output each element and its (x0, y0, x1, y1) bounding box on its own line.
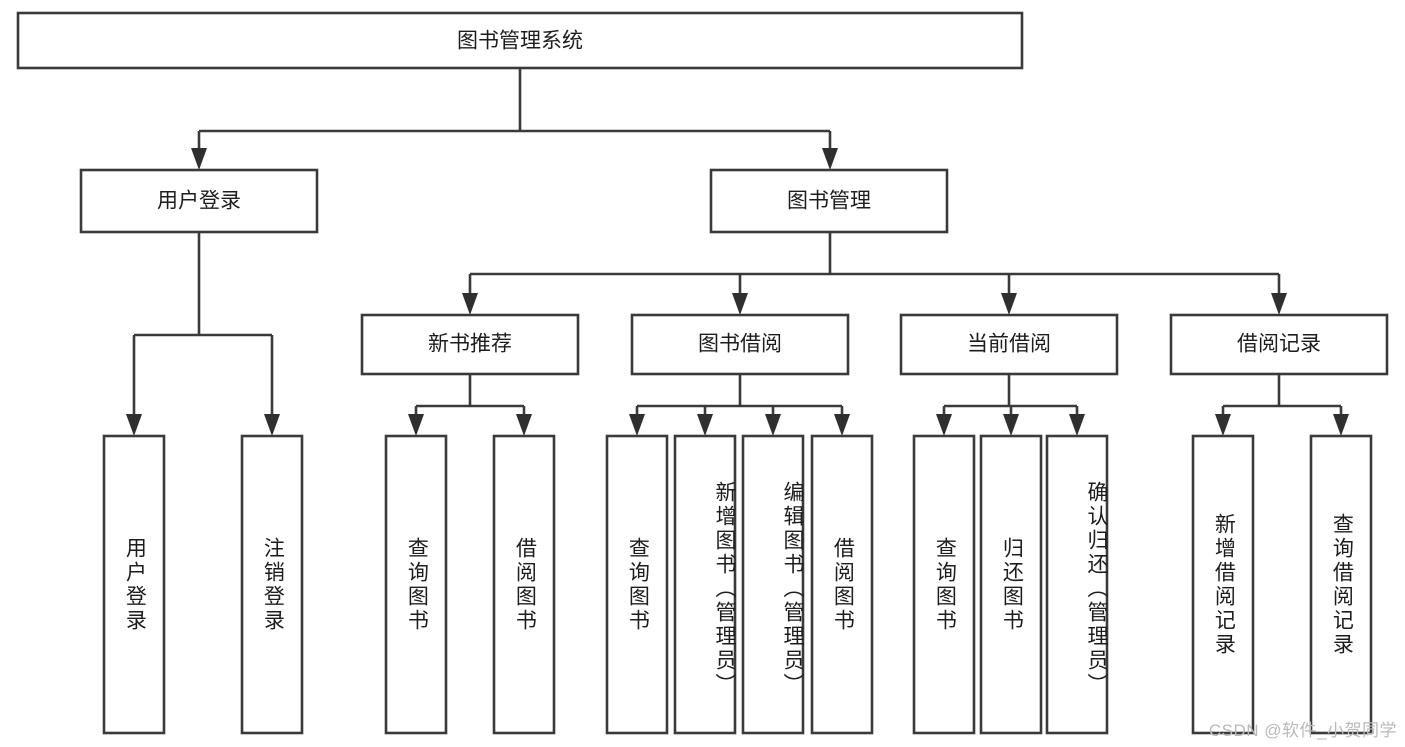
arrow-head-leaf-return-book (1003, 414, 1019, 436)
connector-group-book-borrow (629, 374, 850, 436)
arrow-head-leaf-add-record (1215, 414, 1231, 436)
node-borrow-record-label: 借阅记录 (1237, 333, 1321, 356)
csdn-watermark: CSDN @软件_小贺同学 (1208, 721, 1397, 740)
connector-group-book-mgmt (462, 232, 1287, 315)
node-leaf-add-book[interactable] (673, 434, 737, 735)
node-leaf-confirm-return[interactable] (1045, 434, 1109, 735)
arrow-head-borrow-record (1271, 293, 1287, 315)
connector-group-new-book-recommend (408, 374, 532, 436)
node-leaf-query-borrow-record[interactable] (1309, 434, 1373, 735)
node-new-book-recommend-label: 新书推荐 (428, 333, 512, 356)
arrow-head-leaf-query-record (1333, 414, 1349, 436)
connector-group-root (191, 68, 838, 170)
node-book-borrow-label: 图书借阅 (698, 333, 782, 356)
node-root-label: 图书管理系统 (457, 30, 583, 53)
node-leaf-return-book[interactable] (979, 434, 1043, 735)
arrow-head-leaf-user-login (126, 414, 142, 436)
node-leaf-borrow-book-b[interactable] (810, 434, 874, 735)
node-leaf-logout[interactable] (240, 434, 304, 735)
connector-group-current-borrow (936, 374, 1085, 436)
arrow-head-leaf-logout (264, 414, 280, 436)
node-book-borrow[interactable] (630, 313, 850, 376)
arrow-head-leaf-edit-book (765, 414, 781, 436)
node-leaf-borrow-book-a[interactable] (492, 434, 556, 735)
node-user-login[interactable] (79, 168, 319, 234)
arrow-head-leaf-query-book-c (936, 414, 952, 436)
node-new-book-recommend[interactable] (360, 313, 580, 376)
node-book-management[interactable] (709, 168, 949, 234)
node-leaf-query-book-b[interactable] (605, 434, 669, 735)
arrow-head-leaf-add-book (697, 414, 713, 436)
node-leaf-user-login[interactable] (102, 434, 166, 735)
node-leaf-add-borrow-record[interactable] (1191, 434, 1255, 735)
arrow-head-book-borrow (732, 293, 748, 315)
node-book-management-label: 图书管理 (787, 190, 871, 213)
arrow-head-current-borrow (1001, 293, 1017, 315)
connector-group-borrow-record (1215, 374, 1349, 436)
node-current-borrow-label: 当前借阅 (967, 333, 1051, 356)
arrow-head-leaf-query-book-b (629, 414, 645, 436)
arrow-head-leaf-confirm-return (1069, 414, 1085, 436)
node-leaf-query-book-a[interactable] (384, 434, 448, 735)
node-borrow-record[interactable] (1169, 313, 1389, 376)
arrow-head-leaf-query-book-a (408, 414, 424, 436)
arrow-head-new-book-recommend (462, 293, 478, 315)
node-leaf-query-book-c[interactable] (912, 434, 976, 735)
connector-group-user-login (126, 232, 280, 436)
node-current-borrow[interactable] (899, 313, 1119, 376)
arrow-head-leaf-borrow-book-a (516, 414, 532, 436)
arrow-head-book-mgmt (822, 148, 838, 170)
arrow-head-leaf-borrow-book-b (834, 414, 850, 436)
arrow-head-user-login (191, 148, 207, 170)
node-leaf-edit-book[interactable] (741, 434, 805, 735)
node-user-login-label: 用户登录 (157, 190, 241, 213)
node-root[interactable] (16, 11, 1024, 70)
